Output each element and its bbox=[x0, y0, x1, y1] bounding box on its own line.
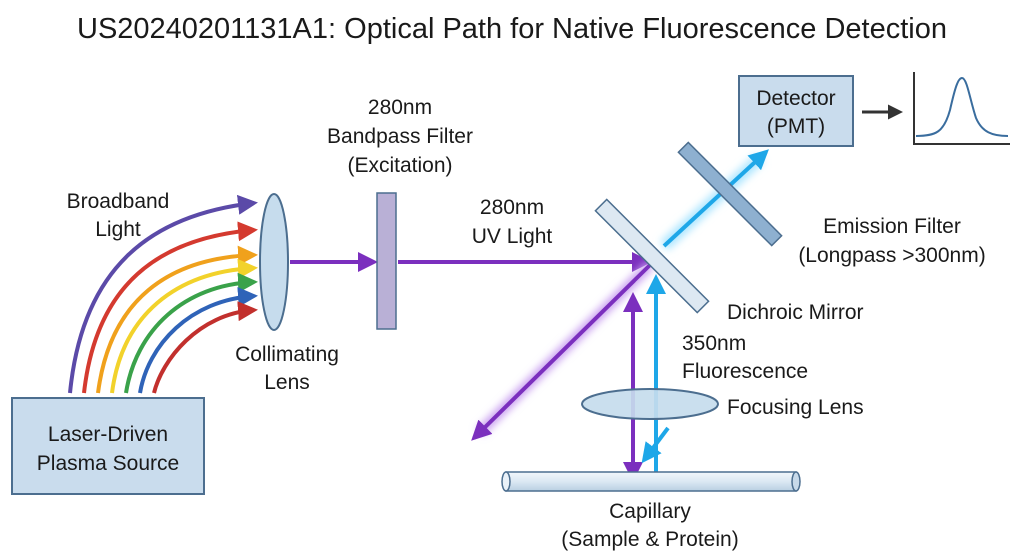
emission-filter-label-line1: Emission Filter bbox=[823, 215, 961, 238]
broadband-light-arrows bbox=[68, 194, 258, 394]
spectrum-arrow-green bbox=[124, 272, 258, 394]
signal-peak-plot bbox=[913, 72, 1010, 145]
spectrum-arrow-red bbox=[82, 221, 258, 394]
broadband-light-label-line1: Broadband bbox=[67, 190, 170, 213]
collimating-lens bbox=[259, 193, 289, 331]
capillary bbox=[501, 471, 801, 492]
bandpass-filter-label-line2: Bandpass Filter bbox=[327, 125, 473, 148]
emission-filter-label-line2: (Longpass >300nm) bbox=[798, 244, 985, 267]
signal-axes bbox=[913, 72, 1010, 145]
dichroic-mirror bbox=[594, 198, 710, 314]
plasma-source-box bbox=[11, 397, 205, 495]
uv-light-label-line1: 280nm bbox=[480, 196, 544, 219]
fluorescence-label-line2: Fluorescence bbox=[682, 360, 808, 383]
fluorescence-label-line1: 350nm bbox=[682, 332, 746, 355]
fluorescence-to-detector-arrow bbox=[662, 149, 769, 248]
spectrum-arrow-darkred bbox=[152, 301, 258, 394]
spectrum-arrow-violet bbox=[68, 194, 258, 394]
detector-label-line1: Detector bbox=[756, 87, 835, 110]
spectrum-arrow-yellow bbox=[110, 258, 258, 394]
collimating-lens-label-line2: Lens bbox=[264, 371, 310, 394]
focusing-lens bbox=[581, 388, 719, 420]
capillary-label-line2: (Sample & Protein) bbox=[561, 528, 738, 551]
emission-filter bbox=[677, 141, 783, 247]
plasma-source-label-line2: Plasma Source bbox=[37, 452, 179, 475]
bandpass-filter-label-line3: (Excitation) bbox=[347, 154, 452, 177]
capillary-label-line1: Capillary bbox=[609, 500, 691, 523]
spectrum-arrow-orange bbox=[96, 245, 258, 394]
fluorescence-cross-arrow bbox=[641, 426, 670, 464]
collimating-lens-label-line1: Collimating bbox=[235, 343, 339, 366]
broadband-light-label-line2: Light bbox=[95, 218, 141, 241]
signal-peak-curve bbox=[915, 76, 1009, 137]
focusing-lens-label: Focusing Lens bbox=[727, 396, 864, 419]
bandpass-filter-label-line1: 280nm bbox=[368, 96, 432, 119]
stray-uv-arrow bbox=[471, 263, 652, 441]
detector-box bbox=[738, 75, 854, 147]
plasma-source-label-line1: Laser-Driven bbox=[48, 423, 168, 446]
bandpass-filter bbox=[376, 192, 397, 330]
uv-light-label-line2: UV Light bbox=[472, 225, 553, 248]
diagram-title: US20240201131A1: Optical Path for Native… bbox=[77, 13, 947, 45]
spectrum-arrow-blue bbox=[138, 287, 258, 394]
dichroic-mirror-label: Dichroic Mirror bbox=[727, 301, 864, 324]
detector-label-line2: (PMT) bbox=[767, 115, 825, 138]
